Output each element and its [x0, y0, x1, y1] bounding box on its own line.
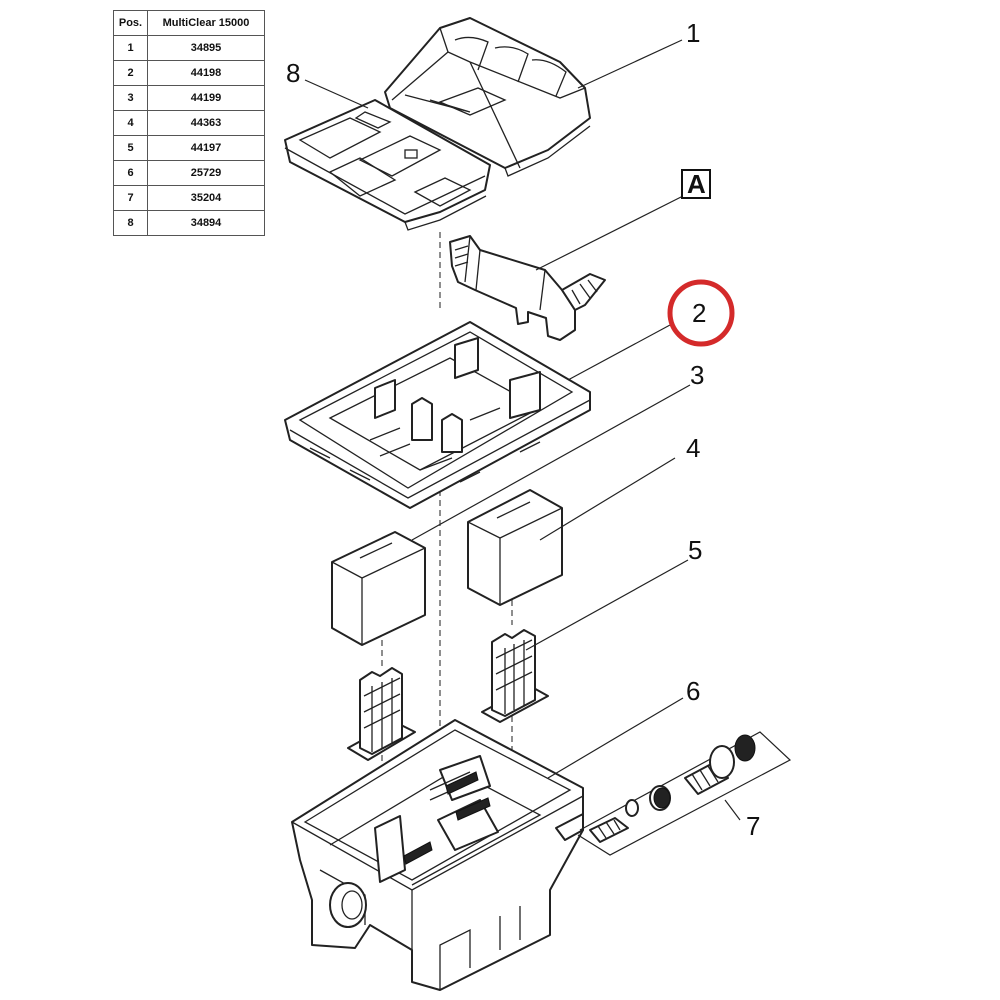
callout-6: 6: [686, 676, 700, 706]
filter-sponge-part-4: [467, 489, 563, 606]
filter-holder-left: [347, 667, 416, 761]
callout-a: A: [687, 169, 706, 199]
callout-2: 2: [692, 298, 706, 328]
filter-sponge-part-3: [331, 531, 426, 646]
uvc-unit-part-a: [449, 235, 606, 341]
callout-a-box: A: [681, 169, 711, 199]
row-pos: 3: [113, 85, 148, 111]
callout-4: 4: [686, 433, 700, 463]
filter-holder-right-part-5: [481, 629, 549, 723]
parts-table-header: Pos. MultiClear 15000: [113, 10, 265, 36]
row-article: 25729: [147, 160, 265, 186]
row-pos: 2: [113, 60, 148, 86]
hose-connector-set-part-7: [577, 731, 792, 856]
row-article: 34894: [147, 210, 265, 236]
row-pos: 8: [113, 210, 148, 236]
row-article: 44198: [147, 60, 265, 86]
filter-tray-part-2: [284, 321, 591, 509]
row-article: 35204: [147, 185, 265, 211]
header-model: MultiClear 15000: [147, 10, 265, 36]
leader-lines: [304, 39, 741, 821]
row-pos: 5: [113, 135, 148, 161]
callout-3: 3: [690, 360, 704, 390]
highlight-circle-2: [667, 279, 735, 347]
callout-7: 7: [746, 811, 760, 841]
lid-rear-part-1: [384, 17, 591, 177]
base-housing-part-6: [291, 719, 584, 991]
callout-5: 5: [688, 535, 702, 565]
header-pos: Pos.: [113, 10, 148, 36]
callout-8: 8: [286, 58, 300, 88]
lid-front-part-8: [284, 99, 491, 231]
callout-1: 1: [686, 18, 700, 48]
